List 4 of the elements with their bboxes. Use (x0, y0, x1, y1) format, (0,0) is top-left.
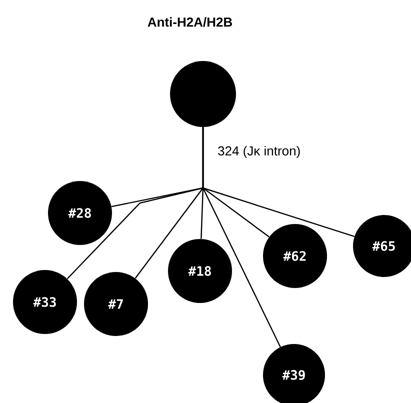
title: Anti-H2A/H2B (148, 17, 232, 27)
branch-line (202, 127, 281, 348)
germline-circle (170, 61, 236, 127)
mutation-label: 324 (Jκ intron) (218, 146, 300, 158)
